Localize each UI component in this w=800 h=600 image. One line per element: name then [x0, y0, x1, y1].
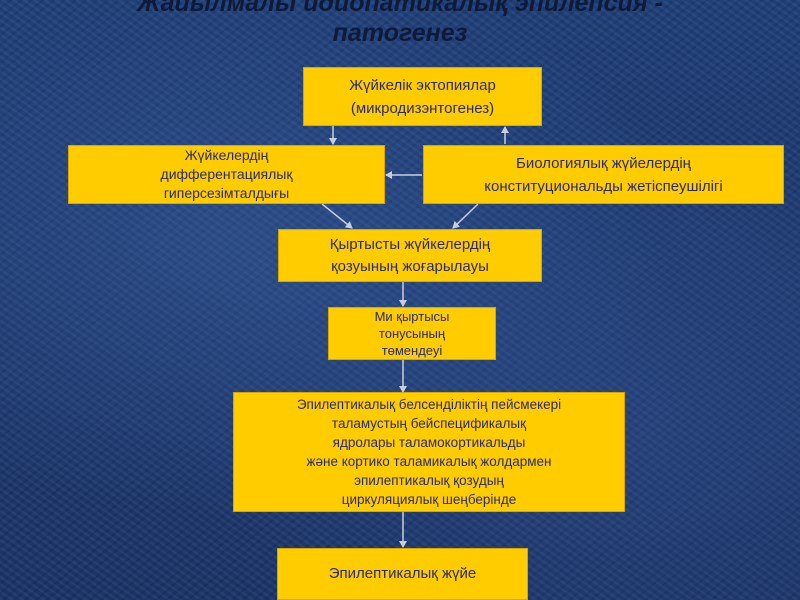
- node-epileptic-pacemaker: Эпилептикалық белсенділіктің пейсмекері …: [233, 392, 625, 512]
- node-epileptic-pacemaker-line-2: таламустың бейспецификалық: [331, 416, 527, 431]
- page-title: Жайылмалы идиопатикалық эпилепсия - пато…: [0, 0, 800, 48]
- node-epileptic-pacemaker-line-1: Эпилептикалық белсенділіктің пейсмекері: [296, 397, 562, 412]
- node-cortical-excitation: Қыртысты жүйкелердің қозуының жоғарылауы: [278, 229, 542, 282]
- node-epileptic-system-line-1: Эпилептикалық жүйе: [328, 565, 477, 582]
- node-cortical-tonus-decrease: Ми қыртысы тонусының төмендеуі: [328, 307, 496, 360]
- node-constitutional-insufficiency: Биологиялық жүйелердің конституциональды…: [423, 145, 784, 204]
- node-constitutional-insufficiency-line-2: конституциональды жетіспеушілігі: [484, 177, 723, 195]
- node-epileptic-system: Эпилептикалық жүйе: [277, 548, 528, 600]
- title-line-1: Жайылмалы идиопатикалық эпилепсия -: [137, 0, 663, 17]
- node-cortical-tonus-decrease-line-1: Ми қыртысы: [374, 309, 450, 324]
- node-neural-ectopia: Жүйкелік эктопиялар (микродизэнтогенез): [303, 67, 542, 126]
- arrow-hypersensitivity-to-excitation: [321, 203, 353, 229]
- node-cortical-excitation-line-1: Қыртысты жүйкелердің: [329, 235, 491, 253]
- node-epileptic-pacemaker-line-4: және кортико таламикалық жолдармен: [306, 454, 552, 469]
- node-differential-hypersensitivity-line-3: гиперсезімталдығы: [163, 185, 290, 201]
- node-differential-hypersensitivity-line-1: Жүйкелердің: [184, 147, 269, 163]
- node-epileptic-pacemaker-line-5: эпилептикалық қозудың: [354, 473, 504, 488]
- title-line-2: патогенез: [332, 19, 468, 47]
- node-neural-ectopia-line-1: Жүйкелік эктопиялар: [349, 76, 496, 94]
- node-epileptic-pacemaker-line-6: циркуляциялық шеңберінде: [341, 492, 517, 507]
- node-constitutional-insufficiency-line-1: Биологиялық жүйелердің: [516, 154, 691, 172]
- arrow-insufficiency-to-excitation: [452, 203, 479, 229]
- node-epileptic-pacemaker-line-3: ядролары таламокортикальды: [332, 435, 526, 450]
- node-cortical-tonus-decrease-line-3: төмендеуі: [381, 343, 443, 358]
- node-differential-hypersensitivity: Жүйкелердің дифферентациялық гиперсезімт…: [68, 145, 385, 204]
- node-cortical-tonus-decrease-line-2: тонусының: [378, 326, 446, 341]
- node-differential-hypersensitivity-line-2: дифферентациялық: [160, 166, 293, 182]
- node-cortical-excitation-line-2: қозуының жоғарылауы: [331, 257, 489, 275]
- node-neural-ectopia-line-2: (микродизэнтогенез): [350, 99, 495, 117]
